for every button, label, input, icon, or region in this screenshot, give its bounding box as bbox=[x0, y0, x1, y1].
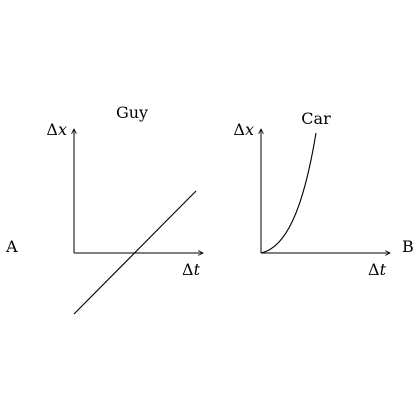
side-label-b: B bbox=[402, 237, 414, 256]
car-title: Car bbox=[301, 109, 331, 128]
side-label-a: A bbox=[5, 237, 18, 256]
guy-x-axis-label: Δt bbox=[182, 260, 201, 279]
guy-graph: Guy Δx Δt bbox=[46, 103, 203, 315]
guy-title: Guy bbox=[116, 103, 148, 122]
car-graph: Car Δx Δt bbox=[233, 109, 390, 279]
guy-y-axis-label: Δx bbox=[46, 120, 67, 139]
car-y-axis-label: Δx bbox=[233, 120, 254, 139]
car-x-axis-label: Δt bbox=[368, 260, 387, 279]
car-position-curve bbox=[260, 132, 317, 254]
guy-position-line bbox=[73, 190, 197, 315]
